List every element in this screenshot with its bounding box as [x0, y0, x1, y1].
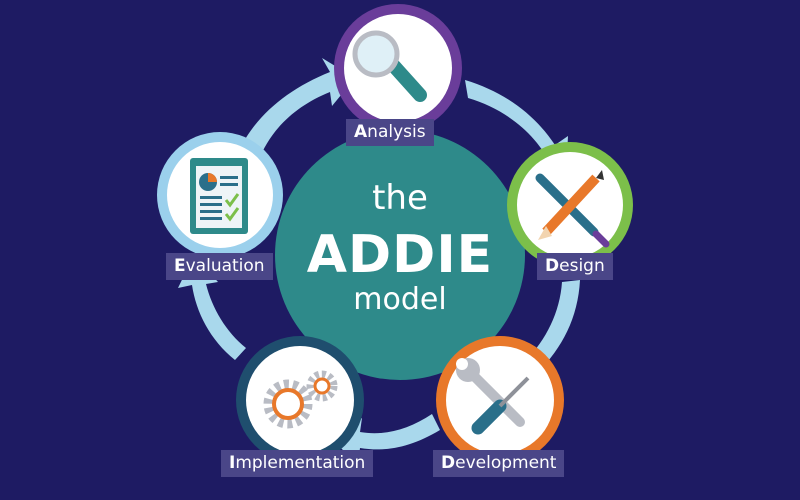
label-evaluation-initial: E	[174, 256, 186, 276]
analysis-node	[334, 4, 462, 132]
wrench-screwdriver-icon	[456, 358, 530, 435]
development-node	[436, 336, 564, 464]
label-design-initial: D	[545, 256, 560, 276]
label-analysis-initial: A	[354, 122, 368, 142]
label-analysis-rest: nalysis	[367, 122, 426, 142]
title-addie: ADDIE	[306, 225, 494, 285]
label-design-rest: esign	[559, 256, 605, 276]
arrow-analysis-to-design	[465, 80, 568, 176]
title-the: the	[372, 178, 428, 218]
design-node	[507, 142, 633, 268]
magnifier-icon	[352, 30, 427, 102]
evaluation-node	[157, 132, 283, 258]
label-evaluation-rest: valuation	[185, 256, 265, 276]
title-model: model	[353, 282, 447, 317]
label-implementation-rest: mplementation	[235, 453, 366, 473]
arrow-implementation-to-evaluation	[178, 255, 246, 360]
label-implementation-initial: I	[229, 453, 236, 473]
label-development-rest: evelopment	[455, 453, 557, 473]
label-development-initial: D	[441, 453, 456, 473]
pencil-brush-icon	[535, 170, 610, 248]
implementation-node	[236, 336, 364, 464]
center-circle	[275, 130, 525, 380]
gears-icon	[263, 370, 338, 429]
arrow-evaluation-to-analysis	[235, 58, 355, 162]
report-checklist-icon	[190, 158, 248, 234]
